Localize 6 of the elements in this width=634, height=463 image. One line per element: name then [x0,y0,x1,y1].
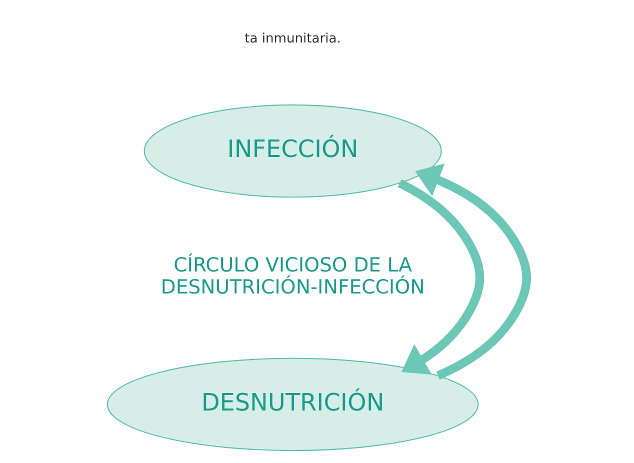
arrow [415,164,531,380]
arrow [398,179,484,375]
node-ellipse: INFECCIÓN [144,104,442,198]
label: ta inmunitaria. [244,31,341,46]
label: CÍRCULO VICIOSO DE LA DESNUTRICIÓN-INFECCIÓN [160,254,425,298]
node-ellipse: DESNUTRICIÓN [106,358,479,452]
